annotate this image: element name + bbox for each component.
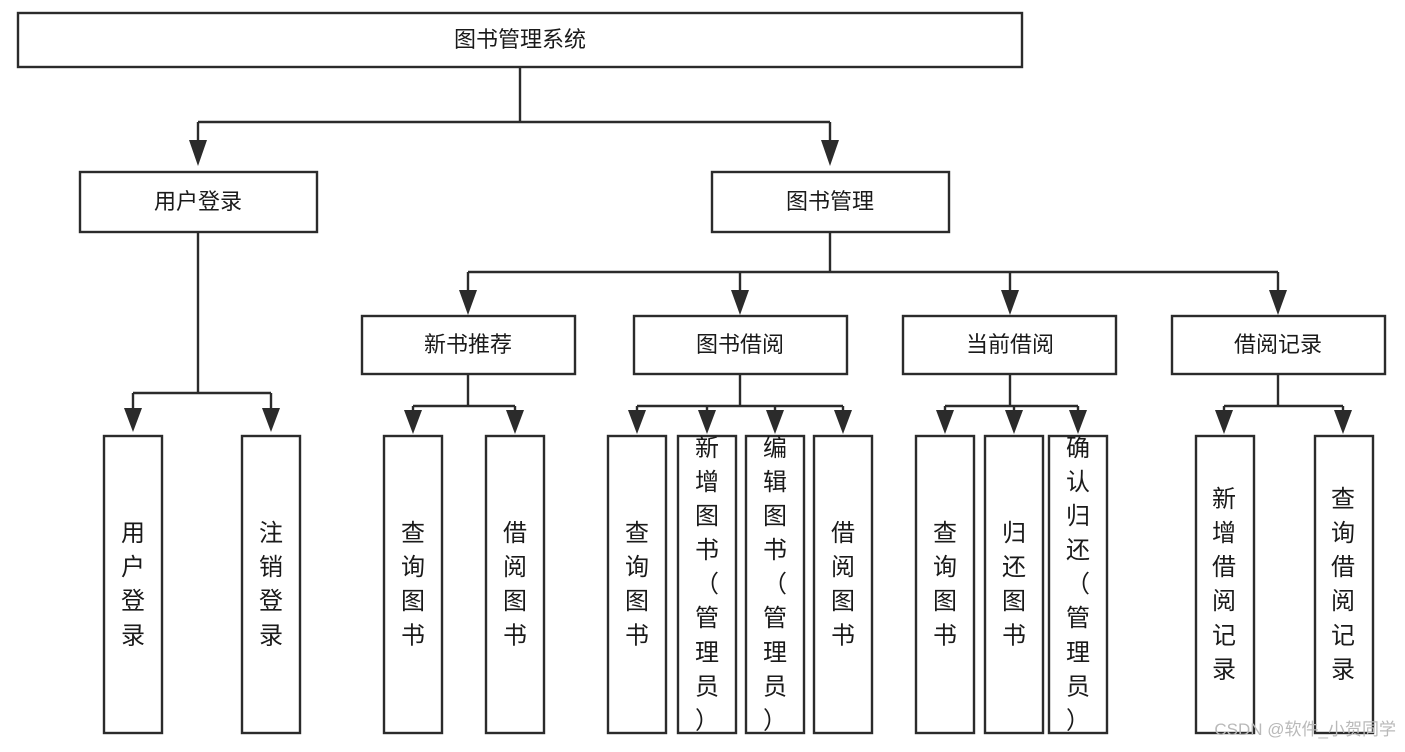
node-current-borrow-box[interactable] [901,314,1118,376]
arrowhead-leaf-user-login [124,408,142,432]
node-leaf-user-logout[interactable]: 注销登录 [240,434,302,735]
node-leaf-query-book-2[interactable]: 查询图书 [606,434,668,735]
node-borrow-record[interactable]: 借阅记录 [1170,314,1387,376]
node-leaf-add-book[interactable]: 新增图书（管理员） [676,434,738,735]
node-leaf-query-book-3-label: 查询图书 [933,520,957,649]
node-leaf-query-book-1[interactable]: 查询图书 [382,434,444,735]
node-leaf-borrow-book-1[interactable]: 借阅图书 [484,434,546,735]
node-book-borrow-label: 图书借阅 [696,332,784,357]
arrowhead-leaf-query-record [1334,410,1352,434]
node-leaf-query-book-3[interactable]: 查询图书 [914,434,976,735]
connector-group-current-borrow [936,374,1087,434]
arrowhead-user-login [189,140,207,166]
arrowhead-book-manage [821,140,839,166]
node-leaf-user-logout-label: 注销登录 [259,520,283,649]
node-leaf-edit-book[interactable]: 编辑图书（管理员） [744,434,806,735]
arrowhead-leaf-borrow-book-1 [506,410,524,434]
node-book-manage-box[interactable] [710,170,951,234]
node-book-manage-label: 图书管理 [786,189,874,214]
node-leaf-return-book-box[interactable] [983,434,1045,735]
node-root-box[interactable] [16,11,1024,69]
arrowhead-leaf-edit-book [766,410,784,434]
node-leaf-return-book-label: 归还图书 [1002,520,1026,649]
node-leaf-add-record[interactable]: 新增借阅记录 [1194,434,1256,735]
node-leaf-confirm-return[interactable]: 确认归还（管理员） [1047,434,1109,735]
arrowhead-leaf-user-logout [262,408,280,432]
arrowhead-new-book-recommend [459,290,477,315]
connector-group-book-borrow [628,374,852,434]
node-borrow-record-box[interactable] [1170,314,1387,376]
node-new-book-recommend[interactable]: 新书推荐 [360,314,577,376]
node-leaf-user-login[interactable]: 用户登录 [102,434,164,735]
node-leaf-borrow-book-2-box[interactable] [812,434,874,735]
node-leaf-confirm-return-label: 确认归还（管理员） [1066,435,1090,735]
node-user-login[interactable]: 用户登录 [78,170,319,234]
arrowhead-leaf-query-book-2 [628,410,646,434]
node-leaf-borrow-book-2[interactable]: 借阅图书 [812,434,874,735]
node-leaf-query-book-1-label: 查询图书 [401,520,425,649]
node-leaf-query-record-label: 查询借阅记录 [1331,486,1355,683]
node-user-login-box[interactable] [78,170,319,234]
node-borrow-record-label: 借阅记录 [1234,332,1322,357]
node-new-book-recommend-box[interactable] [360,314,577,376]
connector-group-borrow-record [1215,374,1352,434]
node-new-book-recommend-label: 新书推荐 [424,332,512,357]
connector-group-root [189,67,839,166]
node-leaf-user-login-label: 用户登录 [121,520,145,649]
node-leaf-add-record-box[interactable] [1194,434,1256,735]
node-book-manage[interactable]: 图书管理 [710,170,951,234]
arrowhead-leaf-borrow-book-2 [834,410,852,434]
node-leaf-query-record-box[interactable] [1313,434,1375,735]
node-leaf-query-book-1-box[interactable] [382,434,444,735]
arrowhead-borrow-record [1269,290,1287,315]
node-book-borrow-box[interactable] [632,314,849,376]
watermark-label: CSDN @软件_小贺同学 [1214,720,1396,739]
node-current-borrow-label: 当前借阅 [966,332,1054,357]
connector-group-book-manage [459,232,1287,315]
node-user-login-label: 用户登录 [154,189,242,214]
node-leaf-confirm-return-box[interactable] [1047,434,1109,735]
connector-group-new-book-recommend [404,374,524,434]
node-leaf-edit-book-box[interactable] [744,434,806,735]
node-current-borrow[interactable]: 当前借阅 [901,314,1118,376]
node-leaf-query-book-2-box[interactable] [606,434,668,735]
node-leaf-add-book-label: 新增图书（管理员） [695,435,719,735]
node-root[interactable]: 图书管理系统 [16,11,1024,69]
node-book-borrow[interactable]: 图书借阅 [632,314,849,376]
arrowhead-leaf-return-book [1005,410,1023,434]
node-leaf-edit-book-label: 编辑图书（管理员） [763,435,787,735]
node-leaf-borrow-book-2-label: 借阅图书 [831,520,855,649]
node-leaf-query-book-3-box[interactable] [914,434,976,735]
node-leaf-borrow-book-1-label: 借阅图书 [503,520,527,649]
node-leaf-user-login-box[interactable] [102,434,164,735]
arrowhead-leaf-query-book-3 [936,410,954,434]
node-leaf-query-record[interactable]: 查询借阅记录 [1313,434,1375,735]
arrowhead-book-borrow [731,290,749,315]
node-leaf-add-book-box[interactable] [676,434,738,735]
connector-group-user-login [124,232,280,432]
node-leaf-add-record-label: 新增借阅记录 [1212,486,1236,683]
arrowhead-leaf-confirm-return [1069,410,1087,434]
node-leaf-borrow-book-1-box[interactable] [484,434,546,735]
node-leaf-query-book-2-label: 查询图书 [625,520,649,649]
node-leaf-return-book[interactable]: 归还图书 [983,434,1045,735]
arrowhead-leaf-add-record [1215,410,1233,434]
node-leaf-user-logout-box[interactable] [240,434,302,735]
node-root-label: 图书管理系统 [454,27,586,52]
arrowhead-leaf-add-book [698,410,716,434]
arrowhead-leaf-query-book-1 [404,410,422,434]
arrowhead-current-borrow [1001,290,1019,315]
